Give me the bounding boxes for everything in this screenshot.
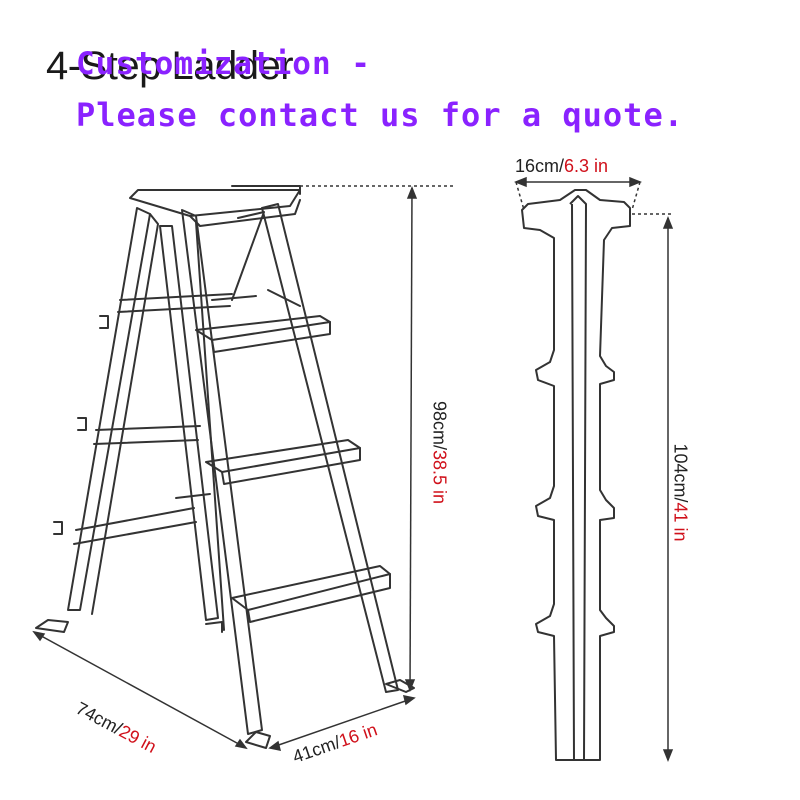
side-width-label: 16cm/6.3 in	[515, 156, 608, 177]
side-length-metric: 104cm/	[670, 443, 691, 503]
product-title: 4-Step Ladder	[46, 44, 294, 88]
height-imperial: 38.5 in	[429, 449, 450, 505]
side-width-imperial: 6.3 in	[564, 156, 609, 176]
side-width-metric: 16cm/	[515, 156, 565, 176]
height-metric: 98cm/	[429, 400, 450, 450]
side-length-label: 104cm/41 in	[670, 413, 691, 573]
height-label: 98cm/38.5 in	[429, 358, 450, 548]
promo-line-1: Customization -	[76, 46, 371, 82]
promo-line-2: Please contact us for a quote.	[76, 96, 684, 134]
side-length-imperial: 41 in	[670, 502, 691, 542]
